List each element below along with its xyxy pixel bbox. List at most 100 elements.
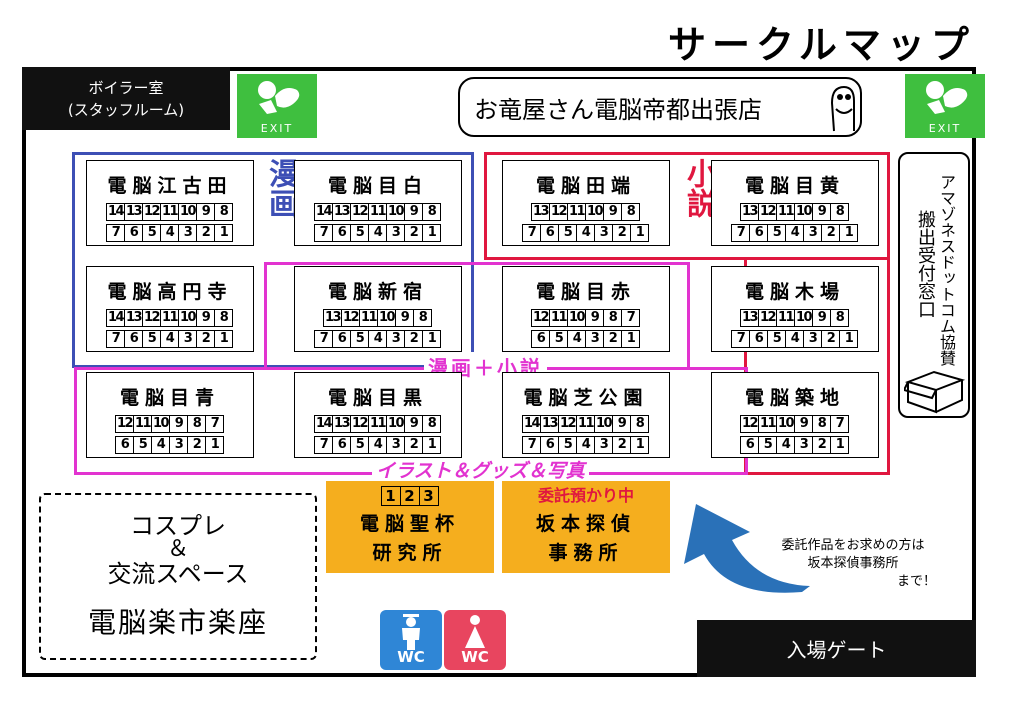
space-number[interactable]: 7	[621, 309, 640, 327]
space-number[interactable]: 4	[151, 436, 170, 454]
delivery-counter[interactable]: アマゾネスドットコム協賛 搬出受付窓口	[898, 152, 970, 418]
space-number[interactable]: 9	[603, 203, 622, 221]
space-number[interactable]: 13	[540, 415, 559, 433]
space-number[interactable]: 11	[549, 309, 568, 327]
space-number[interactable]: 4	[776, 436, 795, 454]
space-number[interactable]: 4	[368, 436, 387, 454]
space-number[interactable]: 4	[567, 330, 586, 348]
space-number[interactable]: 13	[332, 415, 351, 433]
space-number[interactable]: 9	[395, 309, 414, 327]
space-number[interactable]: 3	[386, 224, 405, 242]
space-number[interactable]: 1	[214, 224, 233, 242]
space-number[interactable]: 7	[106, 330, 125, 348]
space-number[interactable]: 9	[404, 415, 423, 433]
space-number[interactable]: 7	[522, 436, 541, 454]
space-number[interactable]: 13	[323, 309, 342, 327]
space-number[interactable]: 6	[332, 224, 351, 242]
space-number[interactable]: 3	[169, 436, 188, 454]
space-number[interactable]: 4	[368, 224, 387, 242]
space-number[interactable]: 8	[413, 309, 432, 327]
space-number[interactable]: 3	[803, 224, 822, 242]
space-number[interactable]: 14	[106, 203, 125, 221]
space-number[interactable]: 8	[214, 309, 233, 327]
space-number[interactable]: 10	[794, 203, 813, 221]
space-number[interactable]: 11	[368, 203, 387, 221]
space-number[interactable]: 5	[350, 330, 369, 348]
space-number[interactable]: 11	[567, 203, 586, 221]
space-number[interactable]: 10	[178, 203, 197, 221]
space-number[interactable]: 9	[585, 309, 604, 327]
space-number[interactable]: 8	[603, 309, 622, 327]
space-number[interactable]: 5	[133, 436, 152, 454]
shop-booth[interactable]: お竜屋さん電脳帝都出張店	[458, 77, 862, 137]
space-number[interactable]: 3	[794, 436, 813, 454]
space-number[interactable]: 12	[350, 203, 369, 221]
space-number[interactable]: 2	[821, 330, 840, 348]
space-number[interactable]: 6	[740, 436, 759, 454]
space-number[interactable]: 12	[115, 415, 134, 433]
space-number[interactable]: 13	[124, 309, 143, 327]
space-number[interactable]: 12	[740, 415, 759, 433]
space-number[interactable]: 9	[196, 203, 215, 221]
space-number[interactable]: 8	[187, 415, 206, 433]
space-number[interactable]: 2	[404, 224, 423, 242]
space-number[interactable]: 2	[821, 224, 840, 242]
space-number[interactable]: 10	[776, 415, 795, 433]
space-number[interactable]: 10	[178, 309, 197, 327]
space-number[interactable]: 7	[522, 224, 541, 242]
space-number[interactable]: 2	[196, 224, 215, 242]
space-number[interactable]: 12	[549, 203, 568, 221]
space-number[interactable]: 4	[576, 436, 595, 454]
space-number[interactable]: 7	[830, 415, 849, 433]
space-number[interactable]: 5	[758, 436, 777, 454]
space-number[interactable]: 8	[830, 309, 849, 327]
space-number[interactable]: 13	[124, 203, 143, 221]
space-number[interactable]: 11	[576, 415, 595, 433]
space-number[interactable]: 13	[740, 309, 759, 327]
space-number[interactable]: 9	[812, 309, 831, 327]
space-number[interactable]: 2	[404, 330, 423, 348]
space-number[interactable]: 6	[332, 436, 351, 454]
space-number[interactable]: 8	[630, 415, 649, 433]
space-number[interactable]: 3	[585, 330, 604, 348]
space-number[interactable]: 13	[740, 203, 759, 221]
space-number[interactable]: 8	[830, 203, 849, 221]
booth-detective-office[interactable]: 委託預かり中 坂本探偵 事務所	[502, 481, 670, 573]
space-number[interactable]: 11	[160, 309, 179, 327]
space-number[interactable]: 9	[812, 203, 831, 221]
space-number[interactable]: 13	[531, 203, 550, 221]
space-number[interactable]: 14	[314, 203, 333, 221]
space-number[interactable]: 6	[749, 224, 768, 242]
space-number[interactable]: 14	[106, 309, 125, 327]
space-number[interactable]: 2	[603, 330, 622, 348]
space-number[interactable]: 2	[196, 330, 215, 348]
space-number[interactable]: 3	[386, 330, 405, 348]
space-number[interactable]: 2	[612, 436, 631, 454]
space-number[interactable]: 3	[594, 436, 613, 454]
space-number[interactable]: 1	[621, 330, 640, 348]
space-number[interactable]: 8	[422, 415, 441, 433]
space-number[interactable]: 9	[612, 415, 631, 433]
cosplay-area[interactable]: コスプレ ＆ 交流スペース 電脳楽市楽座	[39, 493, 317, 660]
space-number[interactable]: 1	[205, 436, 224, 454]
wc-men[interactable]: WC	[380, 610, 442, 670]
space-number[interactable]: 8	[422, 203, 441, 221]
space-number[interactable]: 7	[106, 224, 125, 242]
space-number[interactable]: 9	[169, 415, 188, 433]
space-number[interactable]: 1	[839, 224, 858, 242]
space-number[interactable]: 14	[522, 415, 541, 433]
space-number[interactable]: 6	[124, 224, 143, 242]
space-number[interactable]: 3	[386, 436, 405, 454]
space-number[interactable]: 12	[558, 415, 577, 433]
space-number[interactable]: 9	[794, 415, 813, 433]
space-number[interactable]: 11	[776, 203, 795, 221]
space-number[interactable]: 5	[767, 224, 786, 242]
space-number[interactable]: 4	[160, 224, 179, 242]
space-number[interactable]: 11	[133, 415, 152, 433]
space-number[interactable]: 3	[803, 330, 822, 348]
